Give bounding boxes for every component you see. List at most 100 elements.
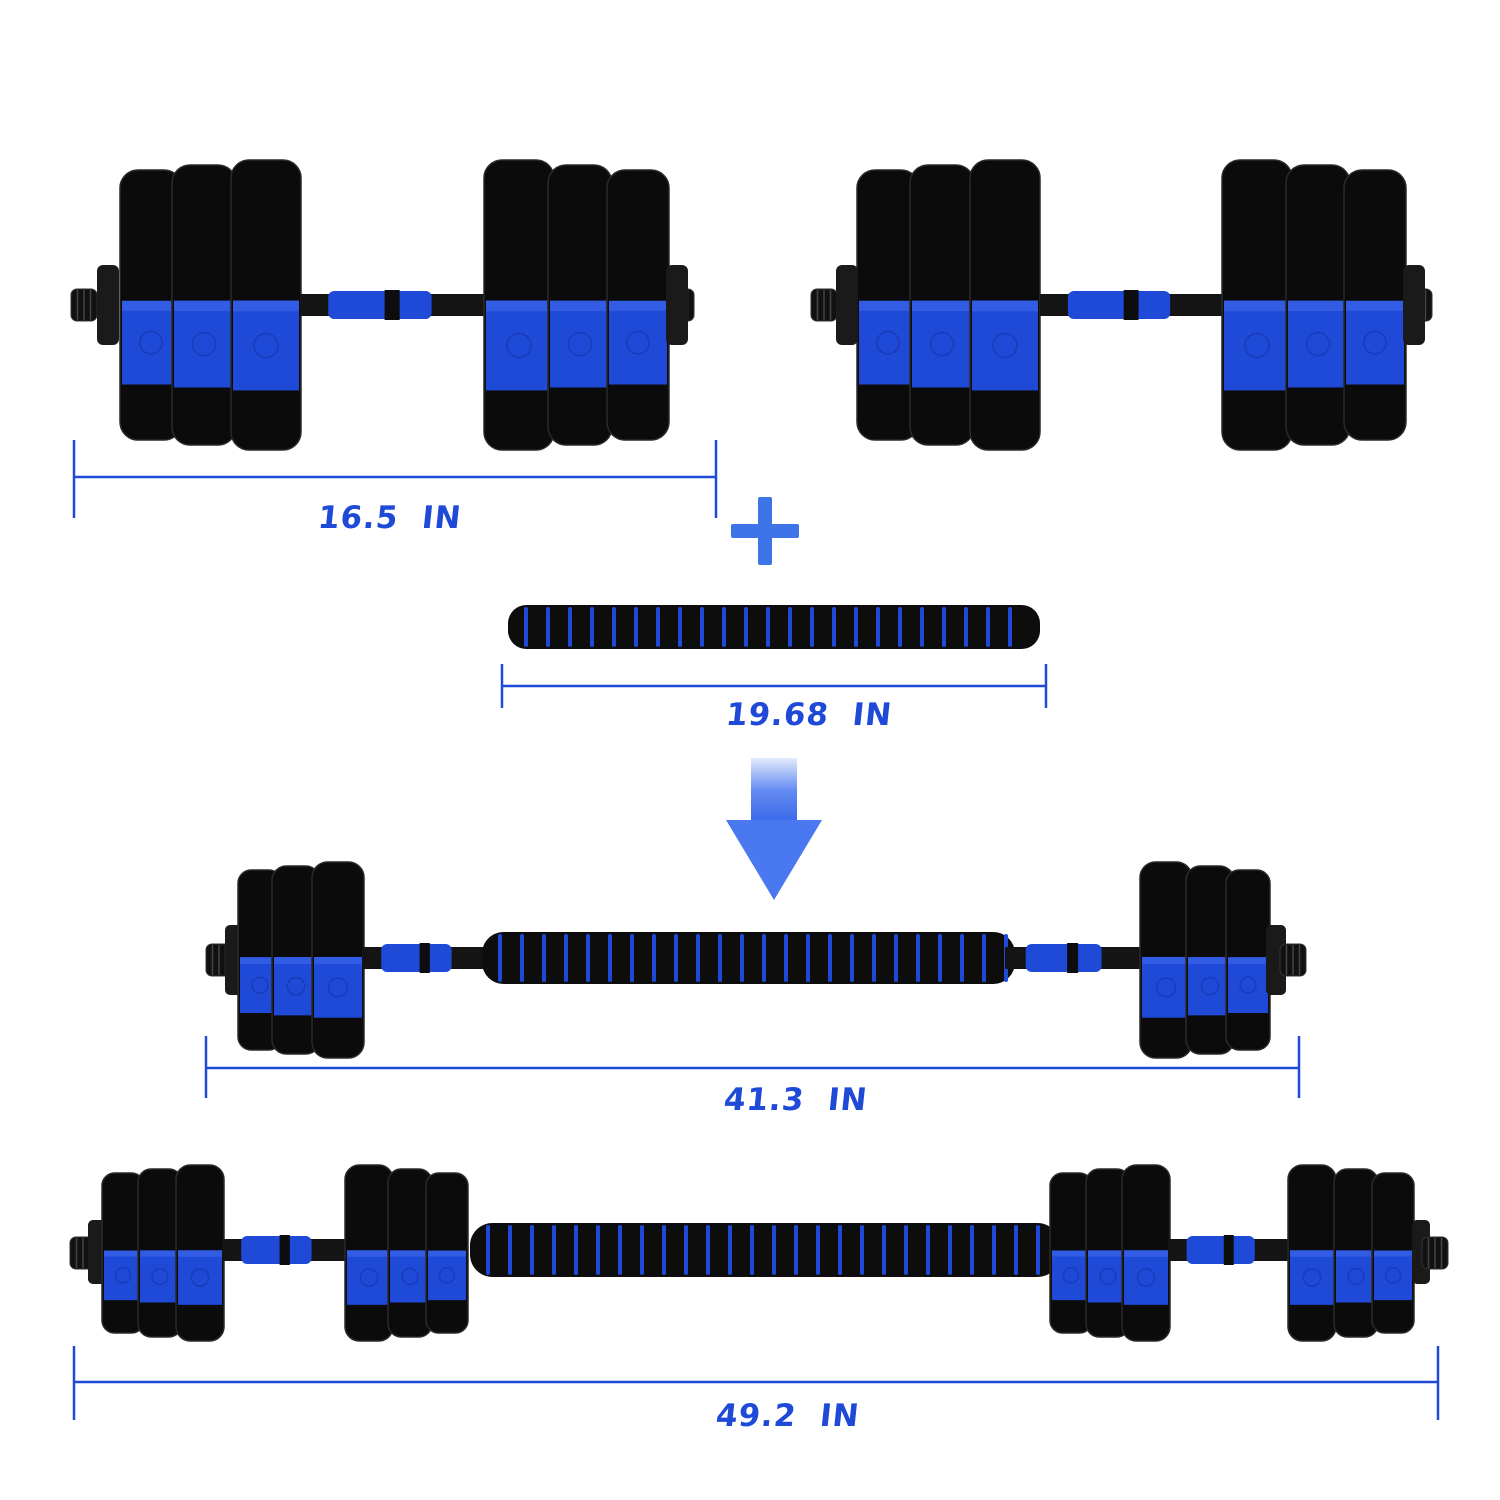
plate-band-highlight xyxy=(972,300,1038,312)
handle-ring xyxy=(419,943,430,973)
plate-emboss xyxy=(1200,976,1220,996)
plate-band xyxy=(1290,1250,1334,1305)
plate-band xyxy=(178,1250,222,1305)
connector-foam xyxy=(508,605,1040,649)
foam-rib xyxy=(766,607,770,647)
plus-horizontal xyxy=(731,524,799,538)
plate-emboss xyxy=(1384,1267,1402,1284)
plate-band xyxy=(122,300,180,385)
foam-rib xyxy=(750,1225,754,1275)
foam-rib xyxy=(568,607,572,647)
foam-rib xyxy=(894,934,898,982)
plate-band-highlight xyxy=(550,300,610,312)
weight-plate xyxy=(856,169,920,441)
foam-rib xyxy=(920,607,924,647)
foam-rib xyxy=(520,934,524,982)
end-cap xyxy=(70,288,98,322)
plate-emboss xyxy=(1347,1267,1365,1286)
barbell-extended xyxy=(69,1164,1449,1342)
foam-rib xyxy=(872,934,876,982)
foam-rib xyxy=(574,1225,578,1275)
weight-plate xyxy=(175,1164,225,1342)
foam-rib xyxy=(508,1225,512,1275)
weight-plate xyxy=(119,169,183,441)
foam-rib xyxy=(1014,1225,1018,1275)
collar-right xyxy=(1266,925,1286,995)
plate-emboss xyxy=(1155,977,1177,998)
plate-band-highlight xyxy=(1336,1250,1376,1257)
foam-rib xyxy=(618,1225,622,1275)
extended-length-label: 49.2 IN xyxy=(714,1398,862,1434)
plate-band-highlight xyxy=(240,957,280,964)
arrow-head xyxy=(726,820,822,900)
plate-band-highlight xyxy=(609,300,667,311)
foam-rib xyxy=(850,934,854,982)
foam-rib xyxy=(1008,607,1012,647)
foam-rib xyxy=(784,934,788,982)
weight-plate xyxy=(271,865,321,1055)
plate-emboss xyxy=(190,1268,210,1287)
foam-rib xyxy=(806,934,810,982)
arrow-down-icon xyxy=(726,758,822,900)
connector-bar xyxy=(508,605,1040,649)
plate-band-highlight xyxy=(1142,956,1190,965)
foam-body xyxy=(470,1223,1060,1277)
foam-rib xyxy=(816,1225,820,1275)
dumbbell-handle xyxy=(300,290,488,320)
plate-band xyxy=(428,1250,466,1301)
plate-band-highlight xyxy=(1346,300,1404,311)
weight-plate xyxy=(1333,1168,1379,1338)
plate-band-highlight xyxy=(233,300,299,312)
plate-band-highlight xyxy=(1188,957,1232,965)
plate-emboss xyxy=(139,330,163,355)
plate-band-highlight xyxy=(1052,1250,1090,1257)
plate-band-highlight xyxy=(122,300,180,311)
foam-rib xyxy=(828,934,832,982)
plate-emboss xyxy=(191,331,217,357)
weight-plate xyxy=(425,1172,469,1334)
plate-band xyxy=(314,956,362,1018)
handle-ring xyxy=(1223,1235,1234,1265)
weight-plate xyxy=(1185,865,1235,1055)
weight-plate xyxy=(1049,1172,1093,1334)
weight-plate xyxy=(606,169,670,441)
foam-rib xyxy=(772,1225,776,1275)
dumbbell-handle xyxy=(222,1235,350,1265)
foam-rib xyxy=(1036,1225,1040,1275)
weight-plate xyxy=(1139,861,1193,1059)
arrow-shaft xyxy=(751,758,797,822)
barbell-length-label: 41.3 IN xyxy=(722,1082,870,1118)
handle-ring xyxy=(279,1235,290,1265)
plate-band-highlight xyxy=(1290,1250,1334,1257)
plate-band-highlight xyxy=(174,300,234,312)
weight-plate xyxy=(1285,164,1351,446)
handle-ring xyxy=(1123,290,1139,320)
plate-emboss xyxy=(506,332,532,359)
plate-band xyxy=(550,300,610,388)
plus-icon xyxy=(731,497,799,565)
foam-rib xyxy=(486,1225,490,1275)
weight-plate xyxy=(1287,1164,1337,1342)
plate-band xyxy=(390,1250,430,1303)
dimension-line xyxy=(72,1346,1440,1420)
plate-band-highlight xyxy=(140,1250,180,1257)
weight-plate xyxy=(230,159,302,451)
weight-plate xyxy=(1343,169,1407,441)
handle-grip xyxy=(1025,944,1102,972)
foam-rib xyxy=(662,1225,666,1275)
foam-rib xyxy=(960,934,964,982)
foam-body xyxy=(508,605,1040,649)
plate-band-highlight xyxy=(1374,1250,1412,1257)
handle-grip xyxy=(1067,291,1171,319)
plate-band xyxy=(140,1250,180,1303)
foam-rib xyxy=(640,1225,644,1275)
plate-band xyxy=(347,1250,391,1305)
foam-rib xyxy=(524,607,528,647)
foam-rib xyxy=(838,1225,842,1275)
dumbbell-handle xyxy=(1005,943,1143,973)
plate-band xyxy=(859,300,917,385)
weight-plate xyxy=(1225,869,1271,1051)
weight-plate xyxy=(387,1168,433,1338)
foam-rib xyxy=(706,1225,710,1275)
